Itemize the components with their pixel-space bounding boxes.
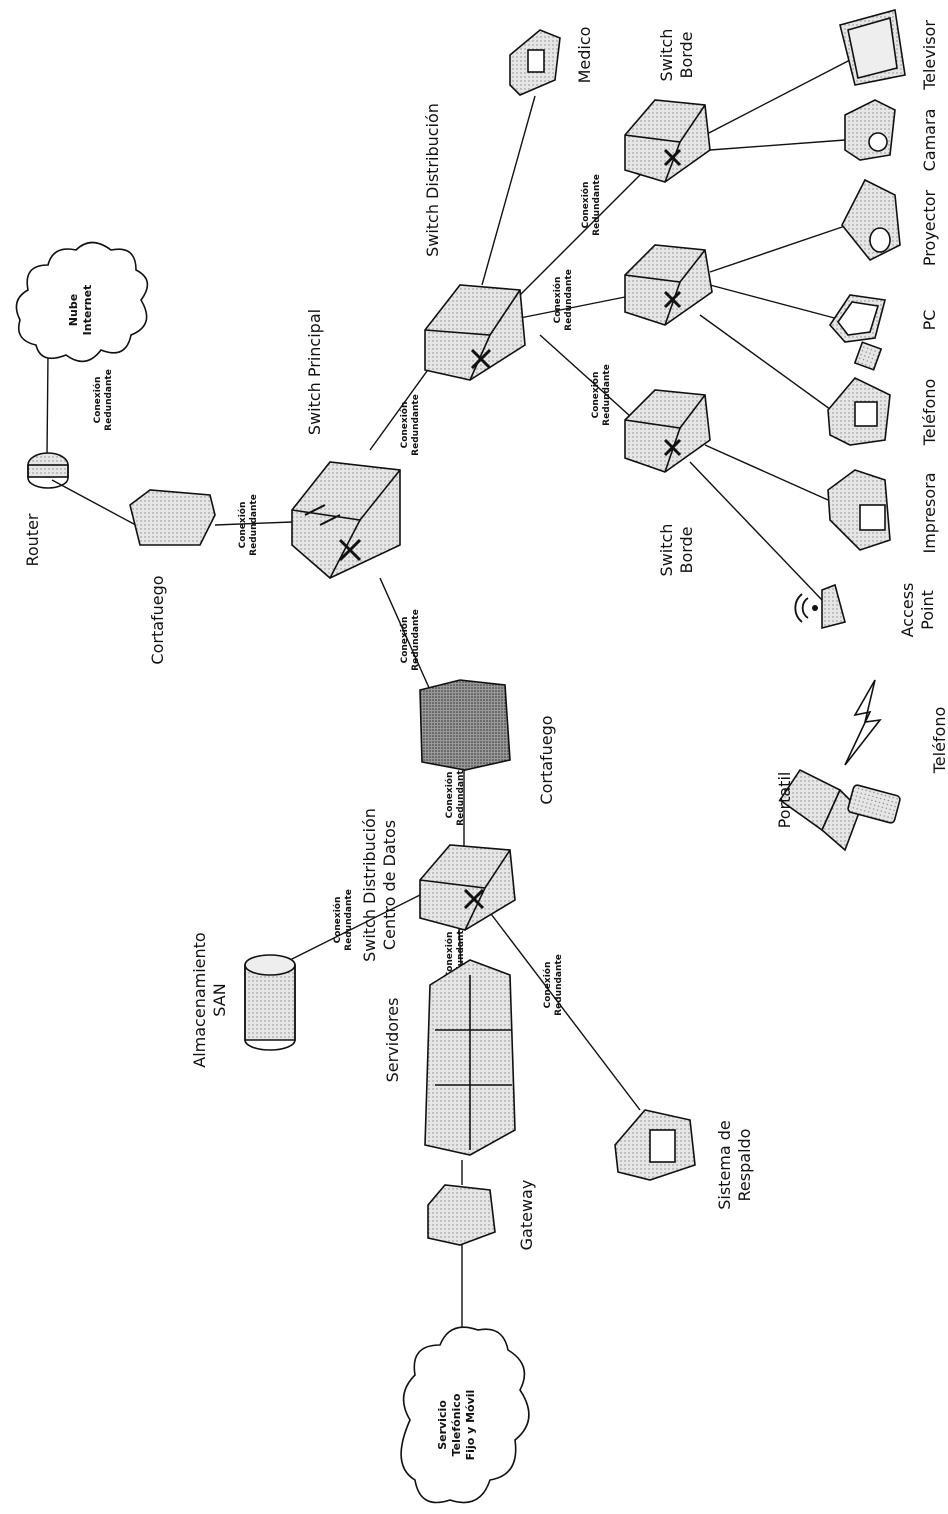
switch-centro-datos-label-1: Switch Distribución	[360, 808, 379, 962]
telephony-cloud-icon: Servicio Telefónico Fijo y Móvil	[400, 1326, 530, 1504]
nube-label: Nube	[67, 294, 80, 326]
svg-text:Conexión: Conexión	[237, 502, 248, 549]
switch-borde-bottom-label-1: Switch	[657, 524, 676, 577]
cortafuego-mid-label: Cortafuego	[537, 715, 556, 804]
firewall-mid-icon	[419, 679, 511, 771]
servicio-label-2: Telefónico	[450, 1393, 463, 1456]
portatil-label: Portatil	[775, 772, 794, 829]
almacenamiento-label-2: SAN	[210, 983, 229, 1016]
televisor-icon	[839, 8, 906, 86]
svg-text:Conexión: Conexión	[542, 962, 553, 1009]
impresora-icon	[827, 469, 891, 551]
svg-text:Redundante: Redundante	[456, 764, 466, 826]
switch-centro-datos-icon	[419, 844, 516, 931]
telefono-movil-label: Teléfono	[930, 707, 948, 775]
switch-distribucion-label: Switch Distribución	[423, 103, 442, 257]
televisor-label: Televisor	[920, 20, 939, 91]
access-point-icon	[794, 583, 846, 630]
cortafuego-top-label: Cortafuego	[148, 575, 167, 664]
impresora-label: Impresora	[920, 472, 939, 553]
switch-centro-datos-label-2: Centro de Datos	[380, 820, 399, 950]
svg-text:Conexión: Conexión	[580, 182, 591, 229]
gateway-label: Gateway	[517, 1180, 536, 1251]
internet-cloud-icon: Nube Internet	[15, 241, 149, 363]
switch-borde-top-icon	[624, 99, 711, 183]
switch-principal-icon	[291, 461, 401, 579]
access-point-label-2: Point	[918, 590, 937, 630]
svg-text:Conexión: Conexión	[444, 932, 455, 979]
switch-borde-bottom-label-2: Borde	[677, 526, 696, 573]
firewall-top-icon	[129, 489, 216, 546]
router-label: Router	[23, 513, 42, 566]
conn-label: Conexión Redundante	[92, 369, 114, 431]
telefono-movil-icon	[847, 784, 901, 824]
svg-text:Conexión: Conexión	[399, 617, 410, 664]
gateway-icon	[427, 1184, 496, 1246]
internet-label: Internet	[81, 285, 94, 336]
wireless-lightning-icon	[844, 679, 882, 766]
conn-label: Conexión Redundante	[590, 364, 612, 426]
svg-text:Conexión: Conexión	[444, 772, 455, 819]
svg-text:Redundante: Redundante	[564, 269, 574, 331]
camara-label: Camara	[920, 109, 939, 172]
access-point-label-1: Access	[898, 583, 917, 638]
conn-label: Conexión Redundante	[399, 609, 421, 671]
conn-label: Conexión Redundante	[552, 269, 574, 331]
switch-borde-top-label-2: Borde	[677, 31, 696, 78]
servidores-icon	[424, 959, 516, 1156]
medico-icon	[509, 29, 561, 96]
switch-principal-label: Switch Principal	[305, 309, 324, 435]
svg-text:Redundante: Redundante	[592, 174, 602, 236]
conn-label: Conexión Redundante	[444, 924, 466, 986]
svg-text:Redundante: Redundante	[411, 609, 421, 671]
svg-text:Conexión: Conexión	[92, 377, 103, 424]
svg-text:Redundante: Redundante	[554, 954, 564, 1016]
svg-text:Redundante: Redundante	[104, 369, 114, 431]
respaldo-icon	[614, 1109, 696, 1181]
svg-text:Conexión: Conexión	[552, 277, 563, 324]
svg-text:Conexión: Conexión	[590, 372, 601, 419]
conn-labels: Conexión Redundante Conexión Redundante …	[92, 174, 612, 1016]
pc-label: PC	[920, 310, 939, 331]
svg-text:Redundante: Redundante	[344, 889, 354, 951]
router-icon	[27, 452, 69, 489]
svg-text:Redundante: Redundante	[602, 364, 612, 426]
switch-distribucion-icon	[424, 284, 526, 381]
proyector-icon	[841, 178, 901, 262]
pc-icon	[828, 294, 887, 371]
svg-text:Redundante: Redundante	[249, 494, 259, 556]
respaldo-label-2: Respaldo	[735, 1129, 754, 1202]
switch-borde-middle-icon	[624, 244, 713, 326]
proyector-label: Proyector	[920, 190, 939, 267]
telefono-icon	[827, 377, 891, 446]
svg-text:Redundante: Redundante	[456, 924, 466, 986]
svg-text:Redundante: Redundante	[411, 394, 421, 456]
medico-label: Medico	[575, 27, 594, 84]
conn-label: Conexión Redundante	[580, 174, 602, 236]
san-storage-icon	[244, 954, 296, 1051]
conn-label: Conexión Redundante	[444, 764, 466, 826]
switch-borde-top-label-1: Switch	[657, 29, 676, 82]
telefono-label: Teléfono	[920, 379, 939, 447]
respaldo-label-1: Sistema de	[715, 1120, 734, 1210]
conn-label: Conexión Redundante	[332, 889, 354, 951]
camara-icon	[844, 99, 896, 161]
svg-text:Conexión: Conexión	[332, 897, 343, 944]
servicio-label-1: Servicio	[436, 1400, 449, 1450]
svg-text:Conexión: Conexión	[399, 402, 410, 449]
servidores-label: Servidores	[383, 998, 402, 1083]
conn-label: Conexión Redundante	[542, 954, 564, 1016]
conn-label: Conexión Redundante	[237, 494, 259, 556]
switch-borde-bottom-icon	[624, 389, 711, 473]
servicio-label-3: Fijo y Móvil	[464, 1390, 477, 1461]
conn-label: Conexión Redundante	[399, 394, 421, 456]
almacenamiento-label-1: Almacenamiento	[190, 932, 209, 1067]
